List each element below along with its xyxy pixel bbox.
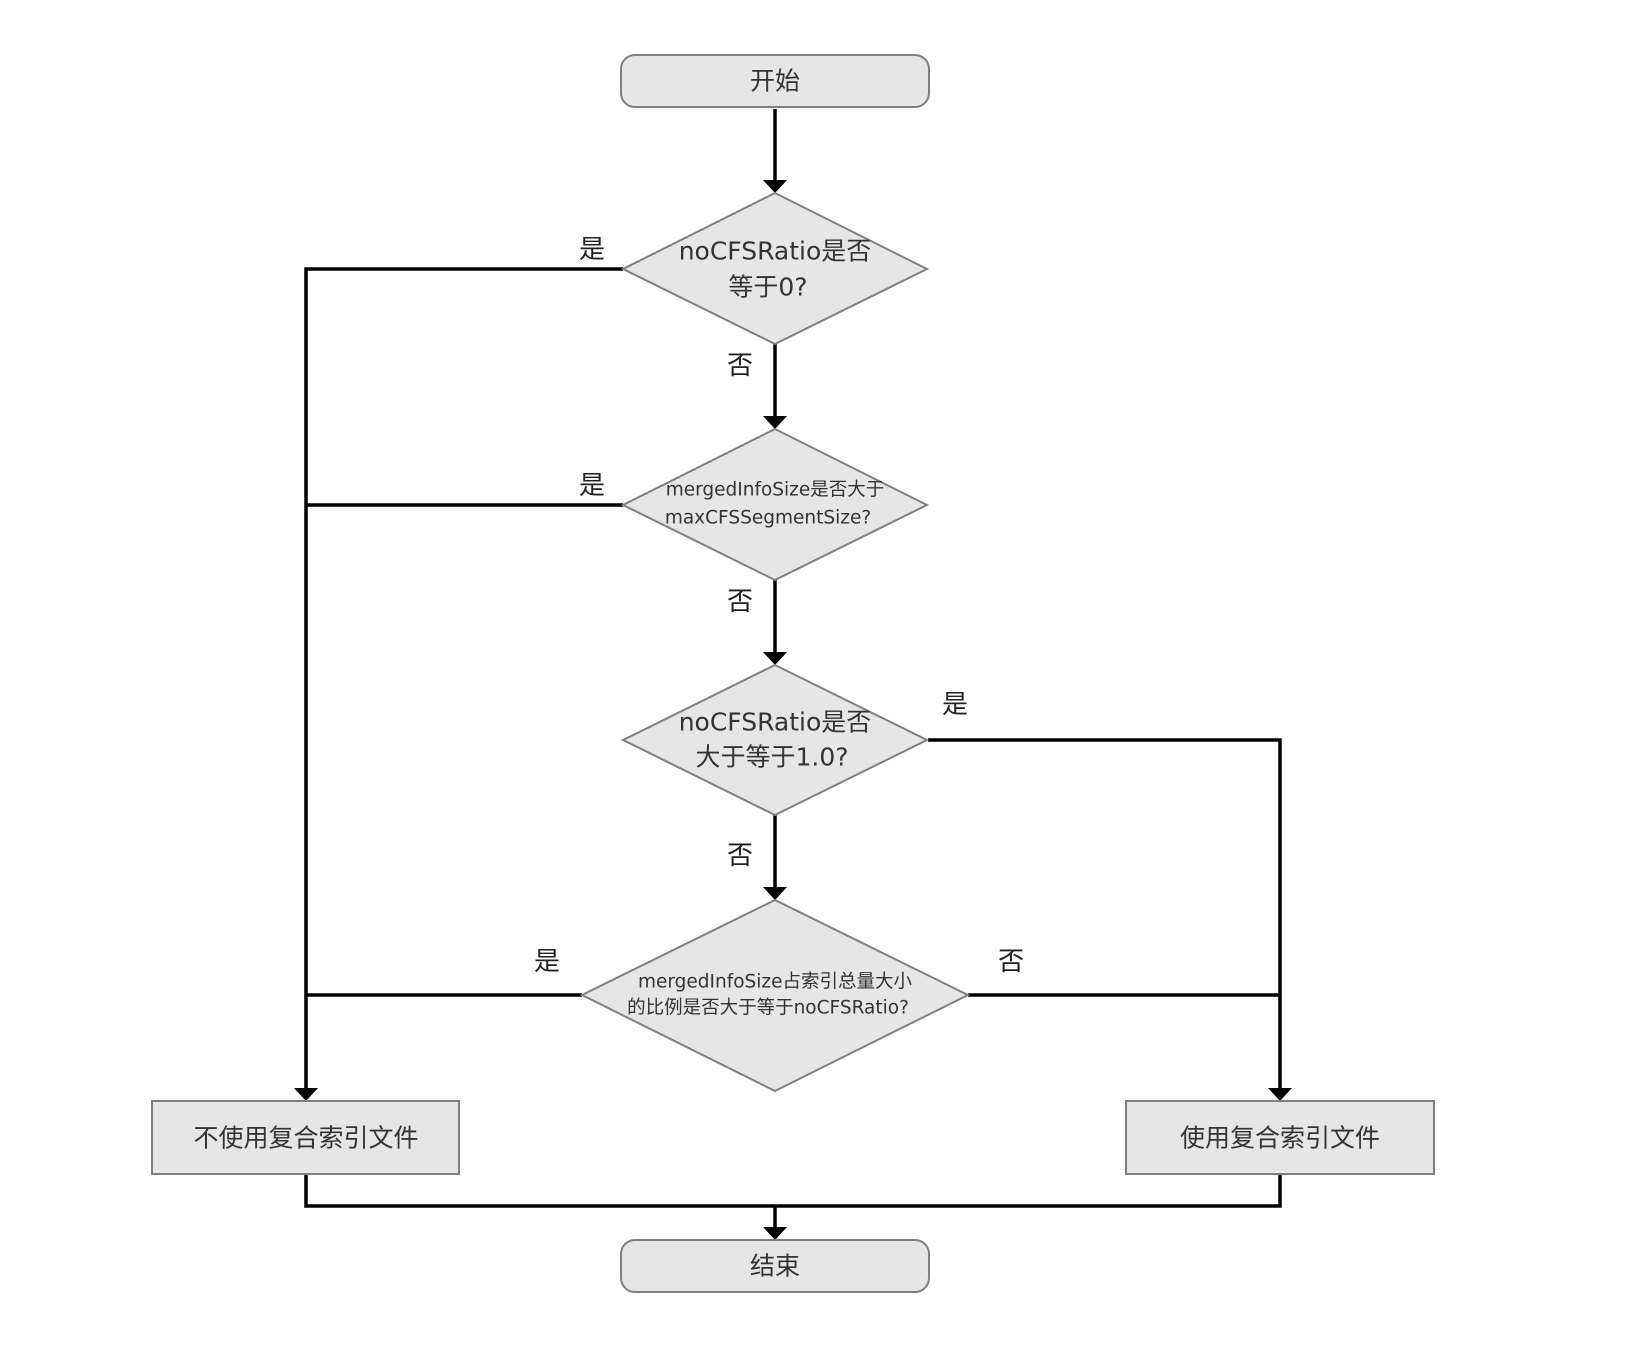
start-node-text: 开始: [750, 67, 800, 96]
arrowhead-ratio-one: [763, 652, 787, 665]
no-compound-node-text: 不使用复合索引文件: [193, 1124, 418, 1153]
use-compound-node-text: 使用复合索引文件: [1180, 1124, 1380, 1153]
decision-ratio-one-line-2: 大于等于1.0?: [695, 743, 848, 772]
label-proportion-no: 否: [998, 947, 1024, 977]
decision-size-max: mergedInfoSize是否大于 maxCFSSegmentSize?: [620, 427, 930, 582]
edge-ratio-zero-yes: [304, 267, 623, 1090]
arrowhead-size-max: [763, 416, 787, 429]
decision-ratio-zero-line-1: noCFSRatio是否: [679, 237, 872, 266]
decision-ratio-zero: noCFSRatio是否 等于0?: [620, 191, 930, 346]
start-node: 开始: [620, 54, 930, 108]
arrowhead-proportion: [763, 887, 787, 900]
edge-labels: 是 否 是 否 是 否 是 否: [534, 235, 1024, 977]
label-size-max-yes: 是: [579, 471, 605, 501]
label-ratio-one-no: 否: [727, 841, 753, 871]
arrowhead-no-compound: [294, 1088, 318, 1101]
end-node-text: 结束: [750, 1252, 800, 1281]
arrowhead-end: [763, 1227, 787, 1240]
arrowhead-use-compound: [1268, 1088, 1292, 1101]
decision-size-max-line-2: maxCFSSegmentSize?: [665, 508, 871, 529]
edge-ratio-one-yes: [928, 738, 1282, 1090]
use-compound-node: 使用复合索引文件: [1125, 1100, 1435, 1175]
decision-ratio-one: noCFSRatio是否 大于等于1.0?: [620, 663, 930, 817]
edge-merge-to-end: [304, 1174, 1282, 1229]
label-ratio-one-yes: 是: [942, 690, 968, 720]
no-compound-node: 不使用复合索引文件: [151, 1100, 460, 1175]
decision-proportion-line-2: 的比例是否大于等于noCFSRatio?: [627, 998, 909, 1019]
decision-proportion: mergedInfoSize占索引总量大小 的比例是否大于等于noCFSRati…: [579, 898, 971, 1093]
label-ratio-zero-yes: 是: [579, 235, 605, 265]
decision-ratio-one-line-1: noCFSRatio是否: [679, 708, 872, 737]
end-node: 结束: [620, 1239, 930, 1293]
label-ratio-zero-no: 否: [727, 351, 753, 381]
label-size-max-no: 否: [727, 587, 753, 617]
edges: [294, 109, 1292, 1240]
decision-proportion-line-1: mergedInfoSize占索引总量大小: [638, 972, 913, 993]
decision-size-max-line-1: mergedInfoSize是否大于: [666, 480, 885, 501]
label-proportion-yes: 是: [534, 947, 560, 977]
arrowhead-ratio-zero: [763, 180, 787, 193]
decision-ratio-zero-line-2: 等于0?: [728, 273, 807, 302]
